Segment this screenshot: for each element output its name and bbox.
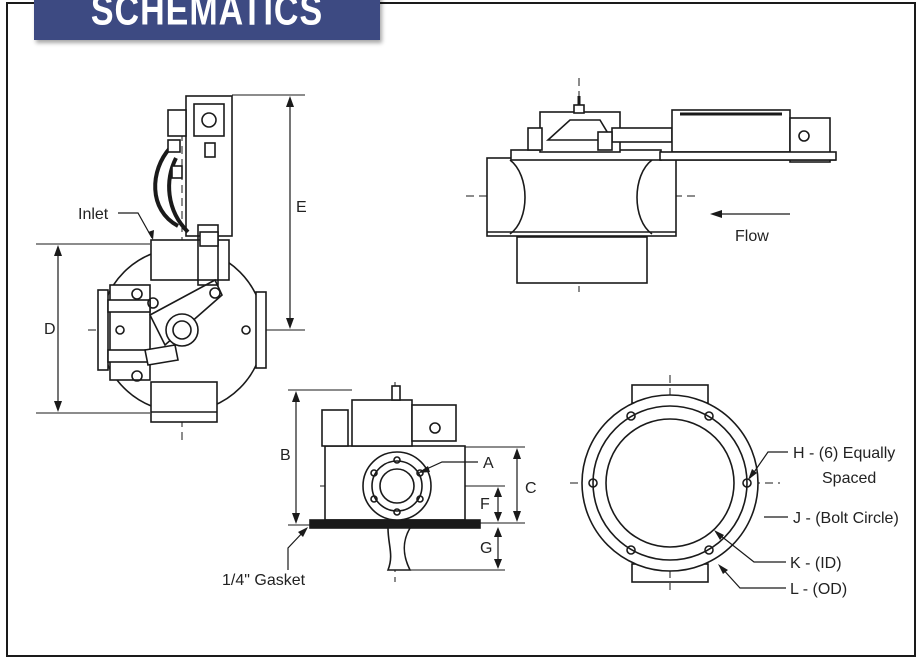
gasket-label: 1/4" Gasket [222, 572, 306, 589]
h-label-line2: Spaced [822, 470, 876, 487]
inlet-label: Inlet [78, 206, 109, 223]
labels: Inlet D E Flow A B C F G 1/4" Gasket H -… [44, 199, 899, 598]
dim-b-label: B [280, 447, 291, 464]
dim-c-label: C [525, 480, 537, 497]
dim-a-label: A [483, 455, 494, 472]
flow-label: Flow [735, 228, 769, 245]
page-title: SCHEMATICS [90, 0, 324, 35]
k-label: K - (ID) [790, 555, 842, 572]
h-label-line1: H - (6) Equally [793, 445, 895, 462]
dim-e-label: E [296, 199, 307, 216]
top-view [466, 78, 837, 292]
front-view [287, 382, 525, 582]
header-tab: SCHEMATICS [34, 0, 380, 40]
dim-f-label: F [480, 496, 490, 513]
schematic-frame [6, 2, 916, 657]
j-label: J - (Bolt Circle) [793, 510, 899, 527]
dim-g-label: G [480, 540, 492, 557]
flange-view [570, 375, 788, 590]
l-label: L - (OD) [790, 581, 847, 598]
side-view [36, 94, 305, 440]
dim-d-label: D [44, 321, 56, 338]
